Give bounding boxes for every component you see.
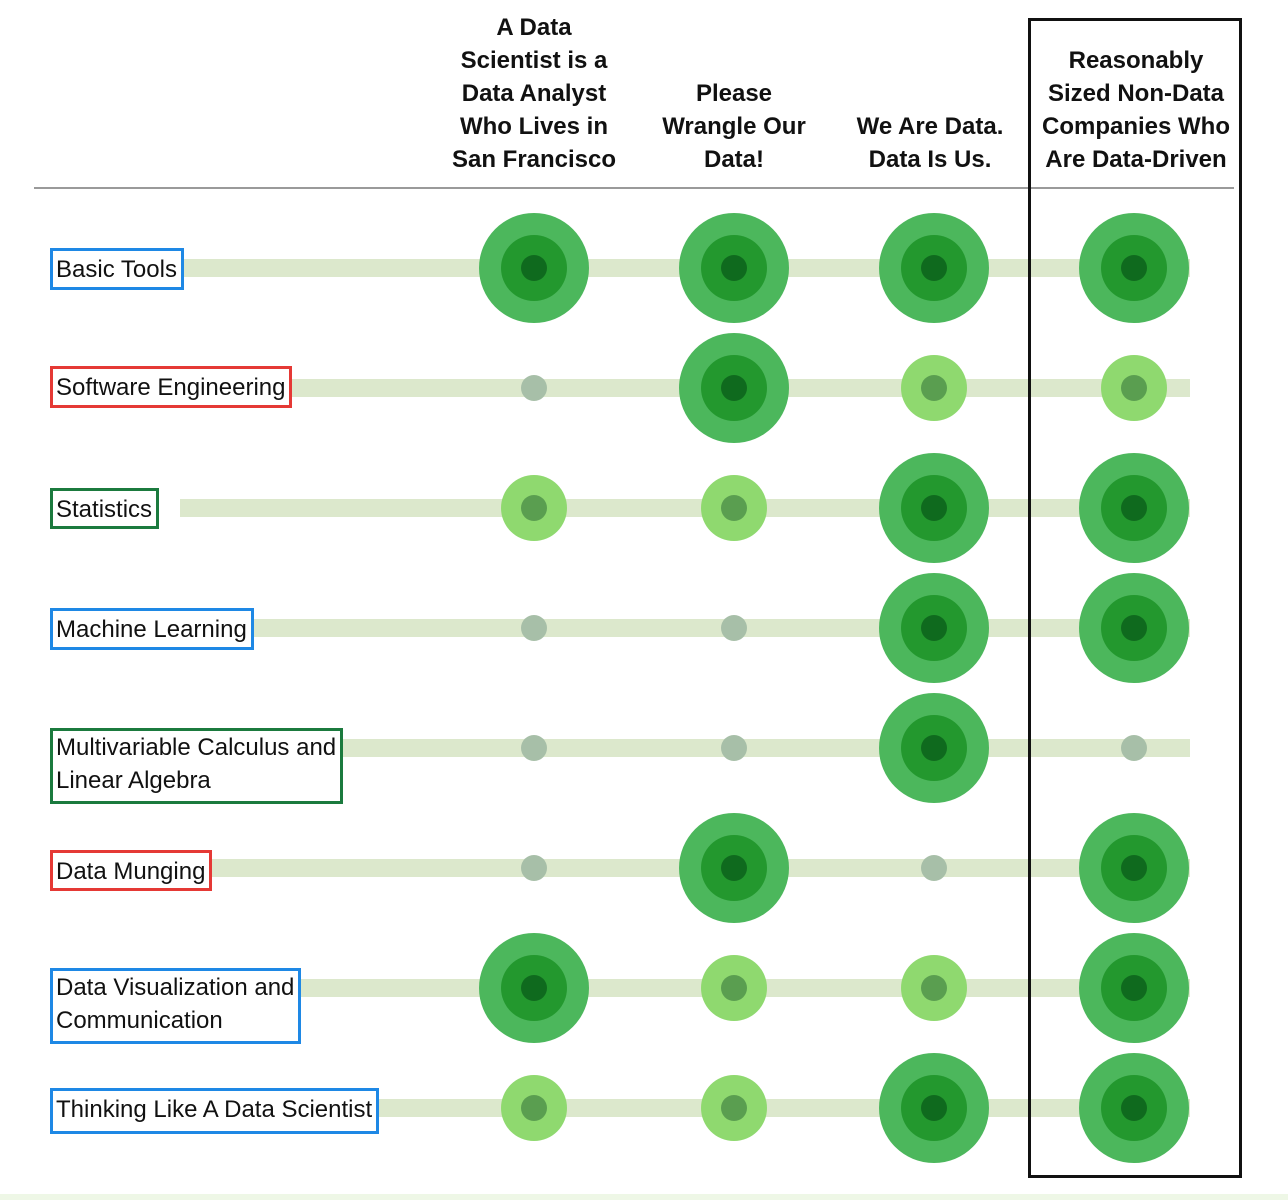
dot-center xyxy=(1121,975,1147,1001)
row-label: Multivariable Calculus and Linear Algebr… xyxy=(50,728,344,804)
dot-low xyxy=(721,615,747,641)
row-label: Machine Learning xyxy=(50,608,254,650)
dot-center xyxy=(921,495,947,521)
row-label: Statistics xyxy=(50,488,160,529)
dot-center xyxy=(721,975,747,1001)
row-label: Software Engineering xyxy=(50,366,293,408)
row-track xyxy=(180,619,1190,637)
dot-center xyxy=(721,255,747,281)
dot-center xyxy=(1121,615,1147,641)
dot-center xyxy=(921,255,947,281)
column-header-4: Reasonably Sized Non-Data Companies Who … xyxy=(1041,47,1230,173)
dot-center xyxy=(921,615,947,641)
header-divider xyxy=(34,187,1234,189)
row-label: Thinking Like A Data Scientist xyxy=(50,1088,380,1134)
row-label: Basic Tools xyxy=(50,248,184,290)
column-header-2: Please Wrangle Our Data! xyxy=(662,80,806,173)
dot-center xyxy=(721,1095,747,1121)
dot-low xyxy=(1121,735,1147,761)
dot-center xyxy=(921,975,947,1001)
row-label: Data Munging xyxy=(50,850,213,891)
dot-center xyxy=(521,1095,547,1121)
dot-center xyxy=(921,1095,947,1121)
bottom-strip xyxy=(0,1194,1288,1200)
dot-low xyxy=(521,375,547,401)
dot-center xyxy=(521,255,547,281)
dot-center xyxy=(521,975,547,1001)
dot-low xyxy=(921,855,947,881)
column-header-1: A Data Scientist is a Data Analyst Who L… xyxy=(451,14,617,173)
dot-center xyxy=(921,375,947,401)
dot-center xyxy=(1121,375,1147,401)
dot-center xyxy=(721,855,747,881)
dot-center xyxy=(921,735,947,761)
dot-low xyxy=(521,615,547,641)
dot-low xyxy=(721,735,747,761)
row-track xyxy=(180,499,1190,517)
dot-center xyxy=(1121,855,1147,881)
dot-low xyxy=(521,855,547,881)
dot-center xyxy=(1121,255,1147,281)
dot-center xyxy=(1121,1095,1147,1121)
dot-center xyxy=(721,495,747,521)
column-header-3: We Are Data. Data Is Us. xyxy=(856,113,1004,173)
dot-center xyxy=(1121,495,1147,521)
dot-low xyxy=(521,735,547,761)
row-label: Data Visualization and Communication xyxy=(50,968,302,1044)
dot-center xyxy=(721,375,747,401)
dot-center xyxy=(521,495,547,521)
row-track xyxy=(180,979,1190,997)
